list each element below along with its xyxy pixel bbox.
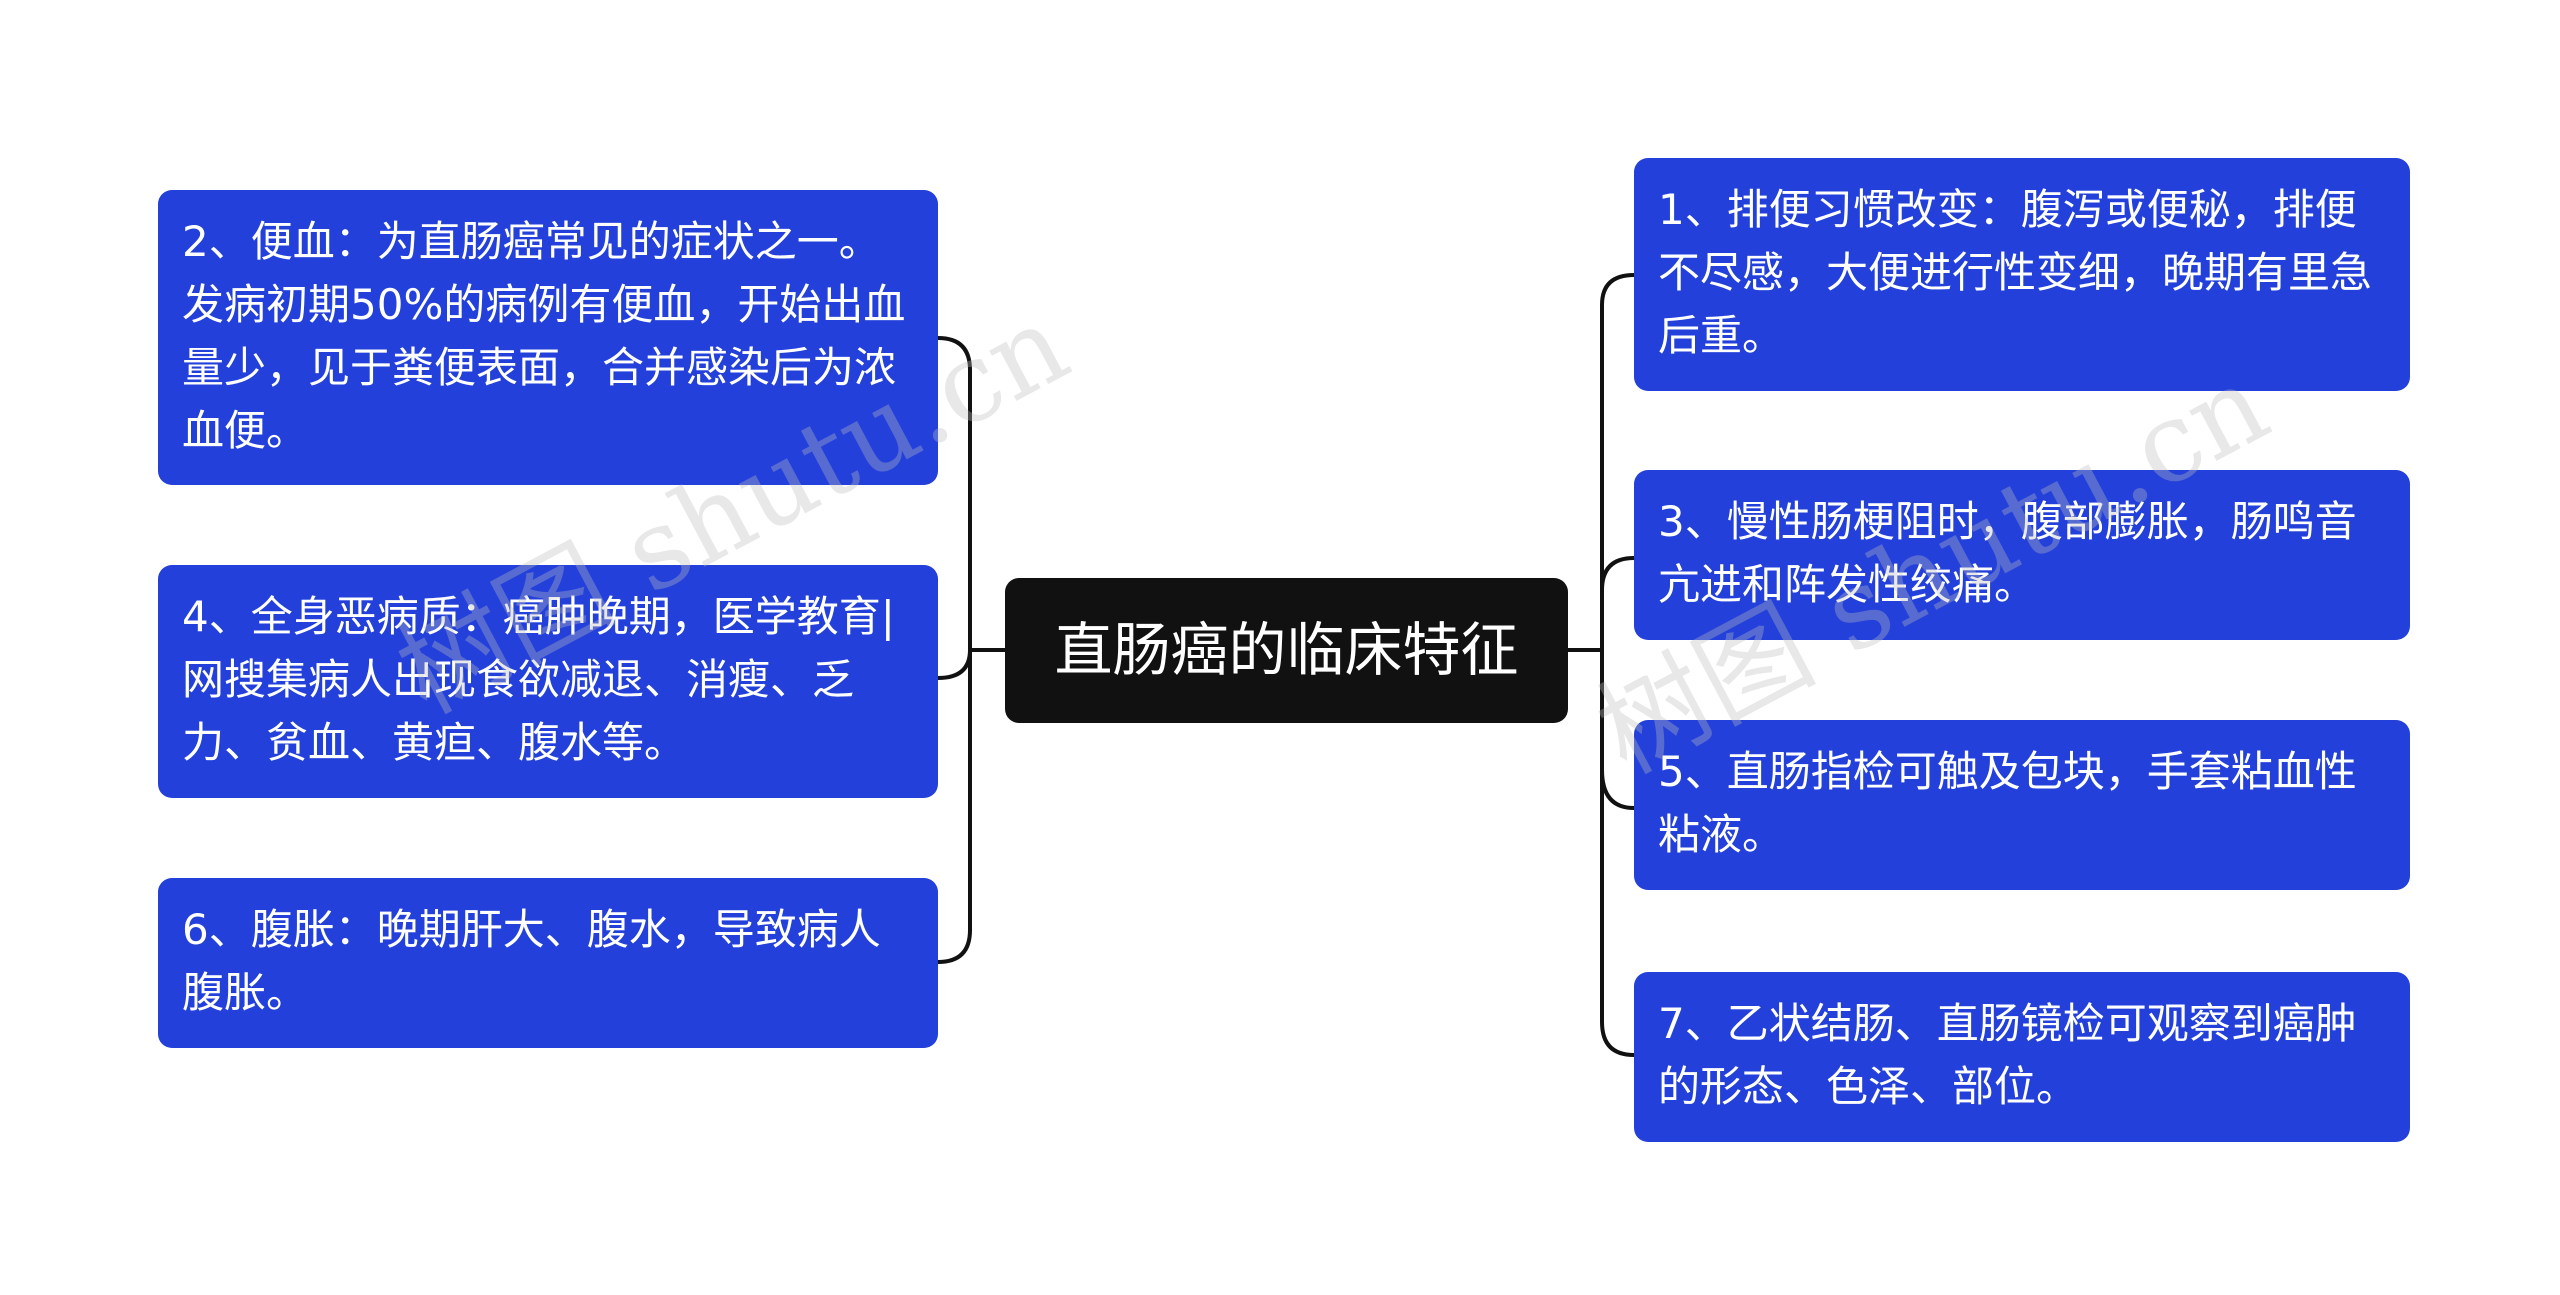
connector-right-4 [1600,1020,1636,1057]
branch-node-cachexia[interactable]: 4、全身恶病质：癌肿晚期，医学教育|网搜集病人出现食欲减退、消瘦、乏力、贫血、黄… [158,565,938,798]
connector-left-1 [936,336,972,372]
branch-node-text: 3、慢性肠梗阻时，腹部膨胀，肠鸣音亢进和阵发性绞痛。 [1658,497,2357,609]
branch-node-obstruction[interactable]: 3、慢性肠梗阻时，腹部膨胀，肠鸣音亢进和阵发性绞痛。 [1634,470,2410,640]
branch-node-text: 6、腹胀：晚期肝大、腹水，导致病人腹胀。 [182,905,881,1017]
root-node[interactable]: 直肠癌的临床特征 [1005,578,1568,723]
connector-right-1 [1600,273,1636,307]
branch-node-digital-exam[interactable]: 5、直肠指检可触及包块，手套粘血性粘液。 [1634,720,2410,890]
branch-node-text: 4、全身恶病质：癌肿晚期，医学教育|网搜集病人出现食欲减退、消瘦、乏力、贫血、黄… [182,592,895,767]
branch-node-bleeding[interactable]: 2、便血：为直肠癌常见的症状之一。发病初期50%的病例有便血，开始出血量少，见于… [158,190,938,485]
root-node-label: 直肠癌的临床特征 [1054,616,1519,684]
connector-right-3 [1600,768,1636,810]
branch-node-text: 5、直肠指检可触及包块，手套粘血性粘液。 [1658,747,2357,859]
branch-node-endoscopy[interactable]: 7、乙状结肠、直肠镜检可观察到癌肿的形态、色泽、部位。 [1634,972,2410,1142]
branch-node-bloating[interactable]: 6、腹胀：晚期肝大、腹水，导致病人腹胀。 [158,878,938,1048]
branch-node-text: 2、便血：为直肠癌常见的症状之一。发病初期50%的病例有便血，开始出血量少，见于… [182,217,906,455]
branch-node-text: 1、排便习惯改变：腹泻或便秘，排便不尽感，大便进行性变细，晚期有里急后重。 [1658,185,2373,360]
connector-left-3 [936,928,972,964]
connector-right-2 [1600,556,1636,592]
connector-left-2 [936,648,972,680]
branch-node-bowel-habit[interactable]: 1、排便习惯改变：腹泻或便秘，排便不尽感，大便进行性变细，晚期有里急后重。 [1634,158,2410,391]
branch-node-text: 7、乙状结肠、直肠镜检可观察到癌肿的形态、色泽、部位。 [1658,999,2357,1111]
